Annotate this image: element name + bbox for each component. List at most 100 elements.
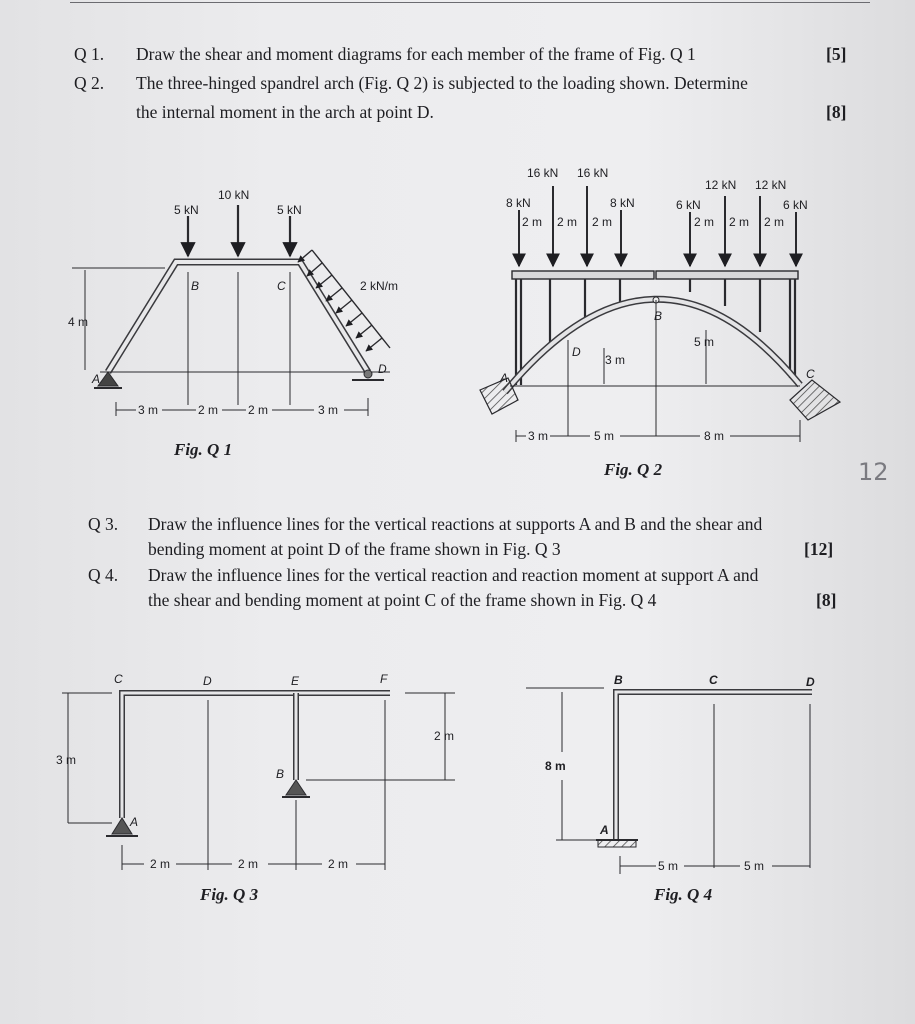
fig-q1-span-label: 2 m [198,403,218,417]
fig-q1-span-label: 2 m [248,403,268,417]
question-text-line1: Draw the influence lines for the vertica… [148,514,763,534]
fig-q2-span-label: 5 m [594,429,614,443]
fig-q3-point-label: B [276,767,284,781]
fig-q2 [479,186,842,442]
fig-q4-text: A B C D 8 m 5 m 5 m [545,673,815,873]
question-text-line2: bending moment at point D of the frame s… [148,539,561,559]
fig-q2-load-label: 12 kN [705,178,736,192]
fig-q2-point-label: C [806,367,815,381]
fig-q4-span-label: 5 m [658,859,678,873]
fig-q1-dimension [115,398,369,416]
fig-q2-load-label: 6 kN [783,198,808,212]
question-marks: [8] [816,590,837,610]
fig-q2-spacing-label: 2 m [522,215,542,229]
fig-q3 [62,690,455,870]
fig-q2-spacing-label: 2 m [764,215,784,229]
fig-q3-span-label: 2 m [328,857,348,871]
fig-q1-distributed-load [297,249,391,352]
fig-q1-load-label: 5 kN [174,203,199,217]
fig-q1-support-d [352,369,384,381]
fig-q2-arch [502,295,803,395]
fig-q3-point-label: C [114,672,123,686]
fig-q2-load-label: 16 kN [577,166,608,180]
question-2: Q 2. The three-hinged spandrel arch (Fig… [74,71,854,123]
fig-q1-load-label: 10 kN [218,188,249,202]
fig-q2-spacing-label: 2 m [557,215,577,229]
fig-q3-height-label: 2 m [434,729,454,743]
fig-q4-height-label: 8 m [545,759,566,773]
fig-q2-span-label: 3 m [528,429,548,443]
question-number: Q 2. [74,73,105,93]
fig-q2-load-label: 16 kN [527,166,558,180]
fig-q3-height-label: 3 m [56,753,76,767]
fig-q4-span-label: 5 m [744,859,764,873]
fig-q2-spacing-label: 2 m [592,215,612,229]
question-number: Q 3. [88,514,119,534]
fig-q3-caption: Fig. Q 3 [200,885,259,904]
question-3: Q 3. Draw the influence lines for the ve… [88,512,848,562]
fig-q1 [72,205,391,416]
question-marks: [12] [804,539,834,559]
fig-q2-caption: Fig. Q 2 [604,460,663,479]
question-text-line2: the shear and bending moment at point C … [148,590,657,610]
fig-q4-guides [526,687,811,874]
question-marks: [8] [826,102,847,122]
fig-q2-spacing-label: 2 m [694,215,714,229]
fig-q1-support-a [94,371,122,389]
fig-q3-support-a [106,817,138,837]
fig-q1-point-label: B [191,279,199,293]
fig-q2-span-label: 8 m [704,429,724,443]
fig-q1-load-label: 5 kN [277,203,302,217]
fig-q4-point-label: D [806,675,815,689]
question-number: Q 4. [88,565,119,585]
question-text-line1: Draw the influence lines for the vertica… [148,565,759,585]
fig-q1-text: 5 kN 10 kN 5 kN 2 kN/m 4 m A B C D 3 m 2… [68,188,398,417]
question-4: Q 4. Draw the influence lines for the ve… [88,563,848,613]
fig-q3-point-label: A [129,815,138,829]
fig-q1-point-label: D [378,362,387,376]
fig-q1-distributed-label: 2 kN/m [360,279,398,293]
fig-q3-span-label: 2 m [238,857,258,871]
fig-q4-fixed-support-a [596,839,638,848]
fig-q3-point-label: E [291,674,300,688]
fig-q2-load-label: 8 kN [506,196,531,210]
fig-q4 [526,687,812,874]
fig-q4-point-label: C [709,673,718,687]
fig-q1-span-label: 3 m [318,403,338,417]
fig-q2-text: 8 kN 16 kN 16 kN 8 kN 6 kN 12 kN 12 kN 6… [499,166,815,443]
fig-q1-span-label: 3 m [138,403,158,417]
fig-q2-load-label: 12 kN [755,178,786,192]
top-rule [70,2,870,3]
fig-q2-load-label: 8 kN [610,196,635,210]
fig-q3-guides [62,692,455,870]
question-text: Draw the shear and moment diagrams for e… [136,44,696,64]
fig-q1-point-label: C [277,279,286,293]
fig-q2-load-label: 6 kN [676,198,701,212]
fig-q3-point-label: D [203,674,212,688]
fig-q2-columns [514,279,797,385]
fig-q3-frame [119,690,390,818]
fig-q3-span-label: 2 m [150,857,170,871]
fig-q1-height-label: 4 m [68,315,88,329]
fig-q1-guides [72,267,390,405]
fig-q2-dimensions [510,300,801,442]
fig-q4-caption: Fig. Q 4 [654,885,713,904]
fig-q1-caption: Fig. Q 1 [174,440,233,459]
fig-q4-frame [613,689,812,840]
fig-q1-point-label: A [91,372,100,386]
question-text-line1: The three-hinged spandrel arch (Fig. Q 2… [136,73,748,93]
fig-q4-point-label: B [614,673,623,687]
handwritten-score: 12 [858,458,889,486]
fig-q2-point-label: D [572,345,581,359]
fig-q2-point-label: A [499,371,508,385]
fig-q2-load-arrows [512,186,803,268]
fig-q2-height-label: 3 m [605,353,625,367]
fig-q3-text: A B C D E F 3 m 2 m 2 m 2 m 2 m [56,672,454,871]
question-text-line2: the internal moment in the arch at point… [136,102,434,122]
fig-q4-point-label: A [599,823,609,837]
fig-q2-supports [479,377,842,421]
fig-q2-deck [511,270,799,280]
fig-q3-point-label: F [380,672,388,686]
